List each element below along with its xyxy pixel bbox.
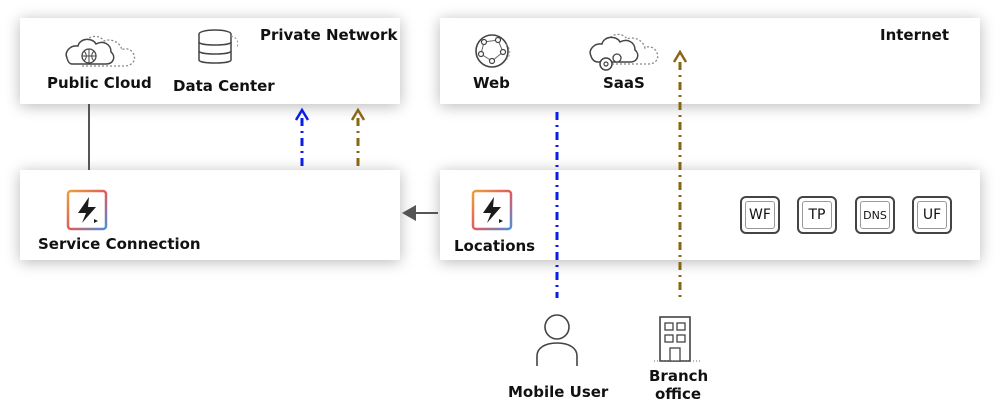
public-cloud-icon (65, 35, 136, 67)
internet-panel (440, 18, 980, 104)
web-label: Web (473, 74, 510, 92)
mobile-path-arrowhead (294, 107, 310, 121)
wf-badge: WF (740, 196, 780, 234)
wf-badge-text: WF (745, 201, 775, 229)
locations-label: Locations (454, 237, 536, 255)
branch-office-path-arrowhead (672, 49, 688, 63)
data-center-icon (198, 29, 239, 64)
private-network-title: Private Network (260, 26, 398, 44)
mobile-user-icon (536, 314, 578, 366)
branch-office-label-line2: office (655, 385, 702, 403)
branch-office-icon (654, 316, 702, 362)
branch-path-arrowhead (350, 107, 366, 121)
internet-title: Internet (880, 26, 950, 44)
tp-badge: TP (797, 196, 837, 234)
locations-icon (471, 189, 513, 231)
service-connection-icon (66, 189, 108, 231)
tp-badge-text: TP (802, 201, 832, 229)
service-connection-label: Service Connection (38, 235, 201, 253)
saas-icon (589, 33, 659, 71)
saas-label: SaaS (603, 74, 645, 92)
data-center-label: Data Center (173, 77, 275, 95)
uf-badge: UF (912, 196, 952, 234)
mobile-user-label: Mobile User (508, 383, 609, 401)
public-cloud-label: Public Cloud (47, 74, 152, 92)
web-icon (475, 34, 511, 68)
dns-badge: DNS (855, 196, 895, 234)
uf-badge-text: UF (917, 201, 947, 229)
branch-office-label-line1: Branch (649, 367, 709, 385)
dns-badge-text: DNS (860, 201, 890, 229)
